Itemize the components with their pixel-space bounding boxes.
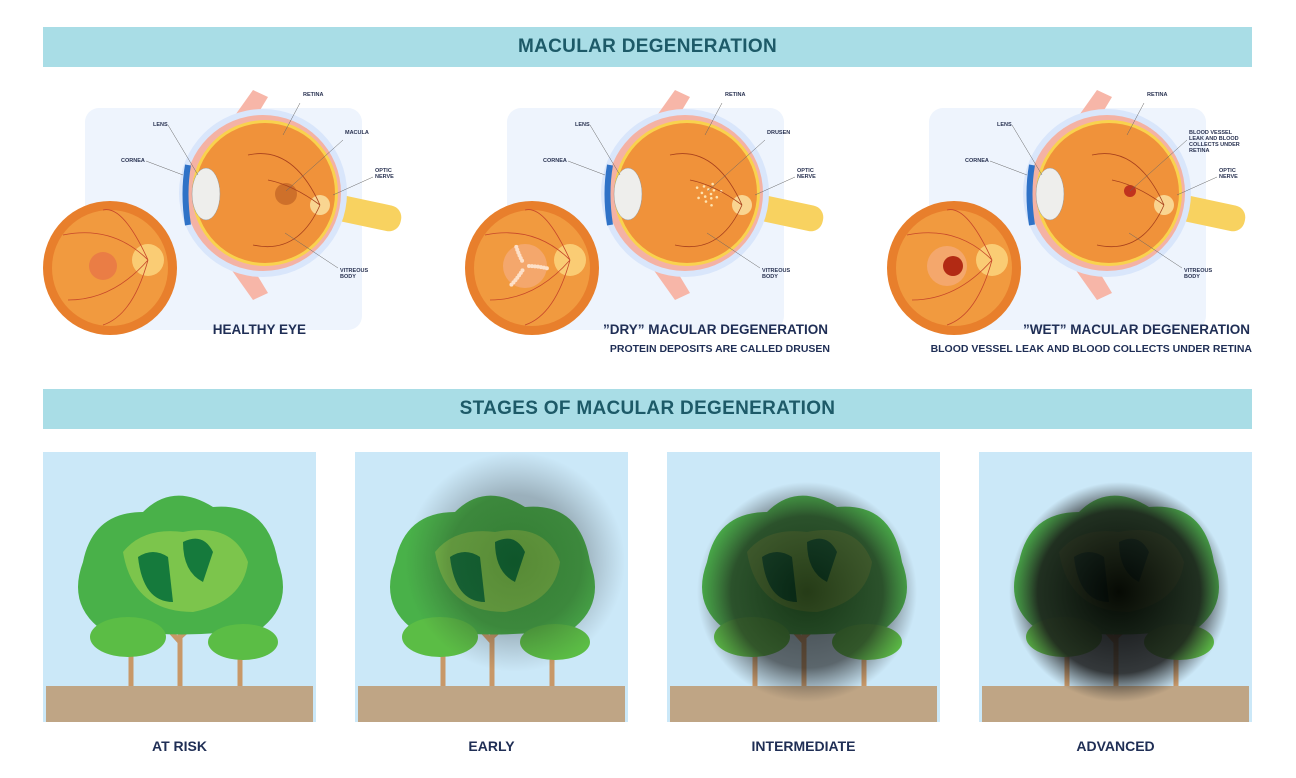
blood-vessels bbox=[669, 153, 743, 247]
eyeball bbox=[617, 123, 757, 263]
eye-diagram bbox=[887, 90, 1246, 335]
stage-label-at-risk: AT RISK bbox=[152, 738, 207, 754]
eye-panel-healthy: RETINA LENS CORNEA MACULA OPTIC NERVE VITREOU… bbox=[43, 85, 463, 345]
cornea bbox=[1026, 164, 1035, 226]
label-feature: DRUSEN bbox=[767, 130, 791, 136]
tree-foliage bbox=[78, 495, 283, 660]
label-lens: LENS bbox=[997, 122, 1012, 128]
label-cornea: CORNEA bbox=[965, 158, 989, 164]
ground bbox=[46, 686, 313, 722]
lens bbox=[613, 167, 643, 221]
stage-label-early: EARLY bbox=[468, 738, 515, 754]
blood-vessels bbox=[1091, 153, 1165, 247]
label-vitreous: VITREOUS BODY bbox=[762, 268, 791, 280]
header-macular-degeneration: MACULAR DEGENERATION bbox=[43, 27, 1252, 67]
tree-scene bbox=[979, 452, 1252, 722]
cornea bbox=[182, 164, 191, 226]
lens bbox=[191, 167, 221, 221]
stage-panel-intermediate bbox=[667, 452, 940, 722]
eyeball bbox=[195, 123, 335, 263]
vision-blur bbox=[697, 482, 917, 702]
eye-panel-dry: RETINA LENS CORNEA DRUSEN OPTIC NERVE VITREOU… bbox=[465, 85, 885, 345]
stage-panel-early bbox=[355, 452, 628, 722]
macula bbox=[275, 183, 297, 205]
label-retina: RETINA bbox=[1147, 92, 1168, 98]
blood-vessels bbox=[247, 153, 321, 247]
lens bbox=[1035, 167, 1065, 221]
caption-healthy: HEALTHY EYE bbox=[212, 322, 306, 337]
eye-panel-wet: RETINA LENS CORNEA BLOOD VESSEL LEAK AND BL… bbox=[887, 85, 1296, 345]
label-retina: RETINA bbox=[725, 92, 746, 98]
subcaption-wet: BLOOD VESSEL LEAK AND BLOOD COLLECTS UND… bbox=[930, 343, 1252, 355]
label-cornea: CORNEA bbox=[121, 158, 145, 164]
eyeball bbox=[1039, 123, 1179, 263]
label-cornea: CORNEA bbox=[543, 158, 567, 164]
vision-blur bbox=[1009, 482, 1229, 702]
stage-label-advanced: ADVANCED bbox=[1076, 738, 1155, 754]
label-optic: OPTIC NERVE bbox=[1219, 168, 1238, 180]
stage-panel-advanced bbox=[979, 452, 1252, 722]
caption-dry: ”DRY” MACULAR DEGENERATION bbox=[603, 322, 828, 337]
stage-panel-at-risk bbox=[43, 452, 316, 722]
label-retina: RETINA bbox=[303, 92, 324, 98]
vision-blur bbox=[405, 452, 625, 672]
label-feature: MACULA bbox=[345, 130, 369, 136]
label-lens: LENS bbox=[153, 122, 168, 128]
label-feature: BLOOD VESSEL LEAK AND BLOOD COLLECTS UND… bbox=[1189, 130, 1240, 154]
label-optic: OPTIC NERVE bbox=[797, 168, 816, 180]
label-vitreous: VITREOUS BODY bbox=[340, 268, 369, 280]
eye-diagram bbox=[465, 90, 824, 335]
subcaption-dry: PROTEIN DEPOSITS ARE CALLED DRUSEN bbox=[609, 343, 830, 355]
label-optic: OPTIC NERVE bbox=[375, 168, 394, 180]
eye-diagram bbox=[43, 90, 402, 335]
label-lens: LENS bbox=[575, 122, 590, 128]
label-vitreous: VITREOUS BODY bbox=[1184, 268, 1213, 280]
caption-wet: ”WET” MACULAR DEGENERATION bbox=[1023, 322, 1250, 337]
stage-label-intermediate: INTERMEDIATE bbox=[751, 738, 856, 754]
header-stages: STAGES OF MACULAR DEGENERATION bbox=[43, 389, 1252, 429]
tree-scene bbox=[43, 452, 316, 722]
cornea bbox=[604, 164, 613, 226]
ground bbox=[358, 686, 625, 722]
tree-scene bbox=[667, 452, 940, 722]
tree-scene bbox=[355, 452, 628, 722]
